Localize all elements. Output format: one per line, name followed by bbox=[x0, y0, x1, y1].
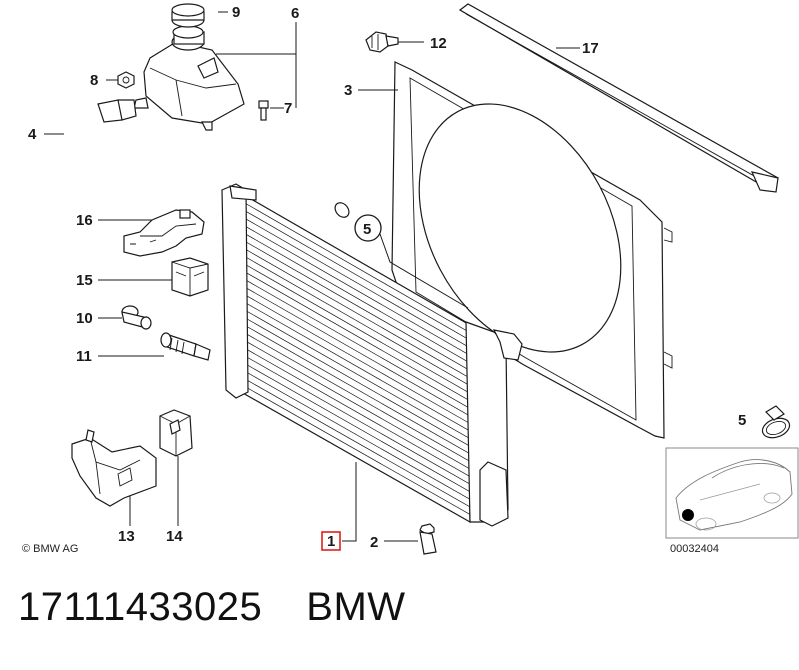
radiator-fin-line bbox=[232, 280, 470, 416]
radiator-fin-line bbox=[233, 364, 470, 500]
radiator-fin-line bbox=[232, 287, 470, 424]
radiator-fin-line bbox=[233, 356, 470, 492]
callout-12: 12 bbox=[430, 35, 447, 52]
callout-4: 4 bbox=[28, 126, 37, 143]
radiator-fin-line bbox=[232, 272, 470, 409]
part-4-hose bbox=[60, 99, 350, 218]
callout-9: 9 bbox=[232, 4, 240, 21]
diagram-code: 00032404 bbox=[670, 543, 719, 555]
copyright-text: © BMW AG bbox=[22, 543, 78, 555]
part-9-cap bbox=[171, 3, 205, 28]
radiator-fin-line bbox=[232, 264, 469, 401]
callout-16: 16 bbox=[76, 212, 93, 229]
inset-callout-5: 5 bbox=[738, 412, 746, 429]
radiator-fin-line bbox=[231, 203, 469, 340]
car-location-icon bbox=[675, 459, 793, 531]
radiator-fin-line bbox=[232, 241, 469, 378]
callout-labels: 9 6 8 7 4 12 3 17 16 15 10 11 13 14 2 5 … bbox=[28, 4, 599, 551]
callout-11: 11 bbox=[76, 348, 92, 365]
highlight-box bbox=[321, 531, 341, 551]
radiator-fin-line bbox=[232, 233, 469, 370]
radiator-fin-line bbox=[232, 256, 469, 393]
inset-panel: 5 00032404 bbox=[665, 405, 799, 555]
radiator-fin-line bbox=[231, 195, 469, 332]
radiator-fin-line bbox=[232, 295, 470, 431]
part-13-mount bbox=[71, 429, 157, 507]
radiator-fin-line bbox=[233, 372, 471, 508]
part-12-clip bbox=[365, 31, 399, 53]
part-3-fan-shroud bbox=[391, 61, 673, 439]
callout-3: 3 bbox=[344, 82, 352, 99]
callout-7: 7 bbox=[284, 100, 292, 117]
leader-lines bbox=[44, 11, 580, 542]
part-8-nut bbox=[117, 71, 135, 89]
part-17-edge-strip bbox=[458, 3, 779, 193]
radiator-fin-line bbox=[232, 249, 469, 386]
radiator-fin-line bbox=[233, 341, 470, 477]
callout-2: 2 bbox=[370, 534, 378, 551]
part-11-sensor bbox=[160, 332, 211, 361]
callout-13: 13 bbox=[118, 528, 135, 545]
part-14-grommet bbox=[159, 409, 193, 457]
radiator-fin-line bbox=[233, 333, 470, 469]
callout-17: 17 bbox=[582, 40, 599, 57]
parts-diagram: 9 6 8 7 4 12 3 17 16 15 10 11 13 14 2 5 … bbox=[22, 3, 799, 555]
part-16-bracket bbox=[123, 209, 205, 257]
radiator-fin-line bbox=[233, 349, 470, 485]
hose-clamp-icon bbox=[761, 405, 791, 439]
radiator-fin-line bbox=[233, 318, 470, 454]
part-7-bolt bbox=[258, 100, 269, 121]
callout-15: 15 bbox=[76, 272, 93, 289]
radiator-fin-line bbox=[233, 380, 471, 515]
radiator-fin-line bbox=[232, 218, 469, 355]
part-15-rubber-mount bbox=[171, 257, 209, 297]
part-6-expansion-tank bbox=[133, 25, 245, 131]
callout-8: 8 bbox=[90, 72, 98, 89]
callout-5: 5 bbox=[363, 221, 371, 238]
radiator-fin-line bbox=[233, 326, 470, 462]
radiator-fin-line bbox=[232, 226, 469, 363]
callout-1: 1 bbox=[327, 533, 335, 550]
radiator-fin-line bbox=[233, 310, 470, 447]
part-2-bolt bbox=[419, 523, 437, 555]
radiator-fin-line bbox=[232, 303, 470, 439]
part-number: 17111433025 bbox=[18, 585, 263, 629]
part-10-plug bbox=[121, 305, 152, 330]
callout-14: 14 bbox=[166, 528, 183, 545]
callout-6: 6 bbox=[291, 5, 299, 22]
part-1-radiator bbox=[221, 183, 523, 527]
brand-name: BMW bbox=[306, 585, 406, 629]
callout-10: 10 bbox=[76, 310, 93, 327]
caption: 17111433025 BMW bbox=[18, 585, 406, 630]
radiator-fin-line bbox=[232, 210, 469, 348]
